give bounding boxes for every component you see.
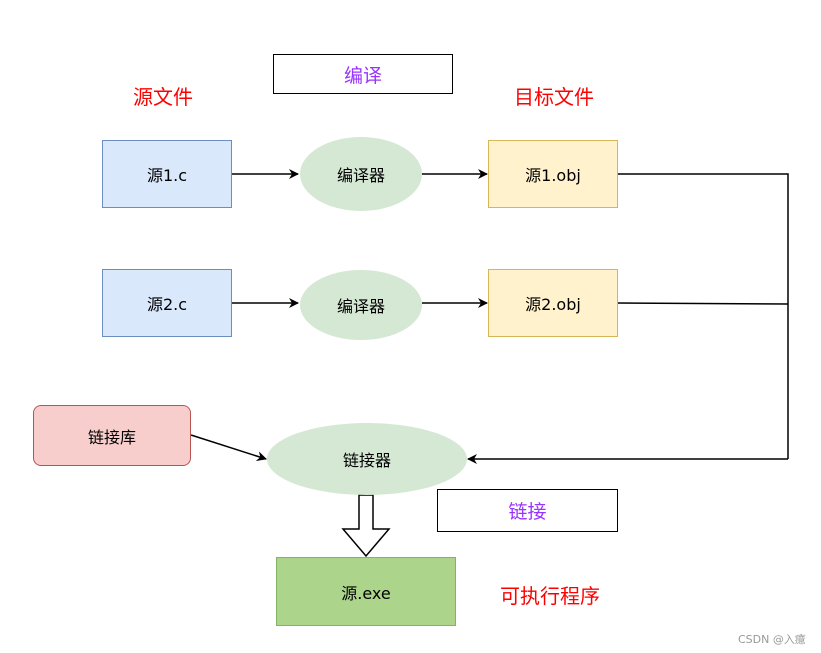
node-source1-label: 源1.c bbox=[146, 166, 188, 185]
node-source1: 源1.c bbox=[102, 140, 232, 208]
node-linker-label: 链接器 bbox=[342, 451, 391, 470]
node-source2: 源2.c bbox=[102, 269, 232, 337]
node-compiler2-label: 编译器 bbox=[336, 297, 385, 316]
stage-link-box: 链接 bbox=[437, 489, 618, 532]
label-object-files: 目标文件 bbox=[514, 85, 594, 109]
node-linker: 链接器 bbox=[267, 423, 467, 495]
stage-compile-box: 编译 bbox=[273, 54, 453, 94]
node-library: 链接库 bbox=[33, 405, 191, 466]
node-compiler1-label: 编译器 bbox=[336, 166, 385, 185]
node-object2: 源2.obj bbox=[488, 269, 618, 337]
node-output: 源.exe bbox=[276, 557, 456, 626]
node-library-label: 链接库 bbox=[87, 427, 136, 447]
node-source2-label: 源2.c bbox=[146, 295, 188, 314]
stage-link-label: 链接 bbox=[508, 501, 547, 523]
edge-object2-rail bbox=[616, 302, 789, 305]
edge-object1-rail bbox=[617, 173, 789, 459]
watermark: CSDN @入癔 bbox=[738, 633, 806, 646]
node-object2-label: 源2.obj bbox=[525, 295, 581, 314]
label-source-files: 源文件 bbox=[133, 85, 193, 109]
stage-compile-label: 编译 bbox=[343, 64, 382, 87]
node-output-label: 源.exe bbox=[341, 583, 391, 603]
node-object1: 源1.obj bbox=[488, 140, 618, 208]
node-compiler1: 编译器 bbox=[300, 137, 422, 211]
node-object1-label: 源1.obj bbox=[525, 166, 581, 185]
edge-library-linker bbox=[190, 434, 267, 462]
block-arrow-linker-output bbox=[341, 494, 391, 558]
label-executable: 可执行程序 bbox=[500, 584, 600, 608]
node-compiler2: 编译器 bbox=[300, 270, 422, 340]
